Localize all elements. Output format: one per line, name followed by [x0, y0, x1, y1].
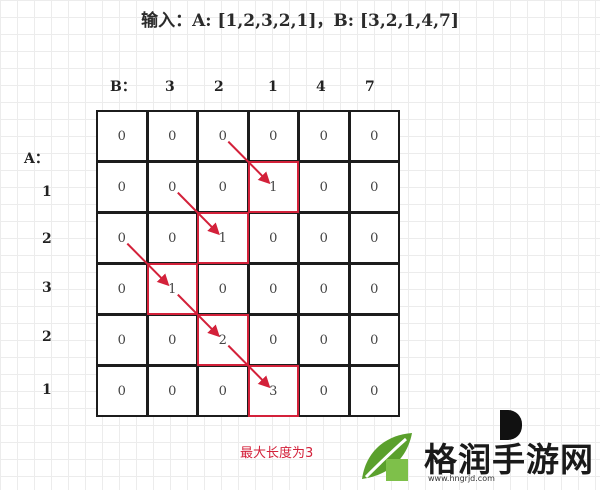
- watermark-logo: 格润手游网 www.hngrjd.com: [356, 428, 596, 486]
- matrix-cell-highlighted: 2: [197, 314, 249, 366]
- a-label: A：: [24, 151, 49, 167]
- b-value: 3: [165, 79, 175, 95]
- matrix-cell: 0: [298, 110, 350, 162]
- matrix-cell: 0: [197, 161, 249, 213]
- a-value: 1: [42, 382, 52, 398]
- matrix-cell: 0: [197, 365, 249, 417]
- b-value: 4: [316, 79, 326, 95]
- matrix-cell: 0: [197, 263, 249, 315]
- matrix-cell: 0: [146, 314, 198, 366]
- max-length-caption: 最大长度为3: [240, 446, 314, 461]
- matrix-cell: 0: [298, 314, 350, 366]
- matrix-cell: 0: [96, 314, 148, 366]
- matrix-cell: 0: [298, 263, 350, 315]
- leaf-logo-icon: [362, 433, 412, 481]
- matrix-cell: 0: [348, 263, 400, 315]
- matrix-cell-highlighted: 1: [247, 161, 299, 213]
- matrix-cell-highlighted: 1: [146, 263, 198, 315]
- a-value: 2: [42, 231, 52, 247]
- a-value: 3: [42, 280, 52, 296]
- matrix-cell: 0: [96, 110, 148, 162]
- watermark-url: www.hngrjd.com: [428, 474, 495, 483]
- matrix-cell: 0: [96, 365, 148, 417]
- matrix-cell: 0: [96, 212, 148, 264]
- matrix-cell: 0: [146, 212, 198, 264]
- a-value: 1: [42, 184, 52, 200]
- matrix-cell: 0: [146, 110, 198, 162]
- matrix-cell: 0: [146, 161, 198, 213]
- matrix-cell: 0: [247, 314, 299, 366]
- matrix-cell: 0: [247, 110, 299, 162]
- matrix-cell: 0: [96, 161, 148, 213]
- matrix-cell: 0: [197, 110, 249, 162]
- matrix-cell: 0: [348, 110, 400, 162]
- matrix-cell: 0: [247, 263, 299, 315]
- b-label: B：: [110, 79, 136, 95]
- a-value: 2: [42, 329, 52, 345]
- matrix-cell: 0: [348, 365, 400, 417]
- b-value: 2: [214, 79, 224, 95]
- matrix-cell: 0: [96, 263, 148, 315]
- matrix-cell: 0: [298, 365, 350, 417]
- matrix-cell: 0: [298, 161, 350, 213]
- matrix-cell: 0: [348, 314, 400, 366]
- title-input: 输入：A: [1,2,3,2,1]，B: [3,2,1,4,7]: [141, 11, 459, 31]
- matrix-cell-highlighted: 1: [197, 212, 249, 264]
- b-value: 7: [365, 79, 375, 95]
- b-value: 1: [268, 79, 278, 95]
- matrix-cell: 0: [247, 212, 299, 264]
- matrix-cell: 0: [348, 212, 400, 264]
- matrix-cell: 0: [348, 161, 400, 213]
- matrix-cell: 0: [298, 212, 350, 264]
- black-shape: [500, 410, 522, 440]
- matrix-cell: 0: [146, 365, 198, 417]
- matrix-cell-highlighted: 3: [247, 365, 299, 417]
- watermark-text: 格润手游网: [424, 440, 594, 479]
